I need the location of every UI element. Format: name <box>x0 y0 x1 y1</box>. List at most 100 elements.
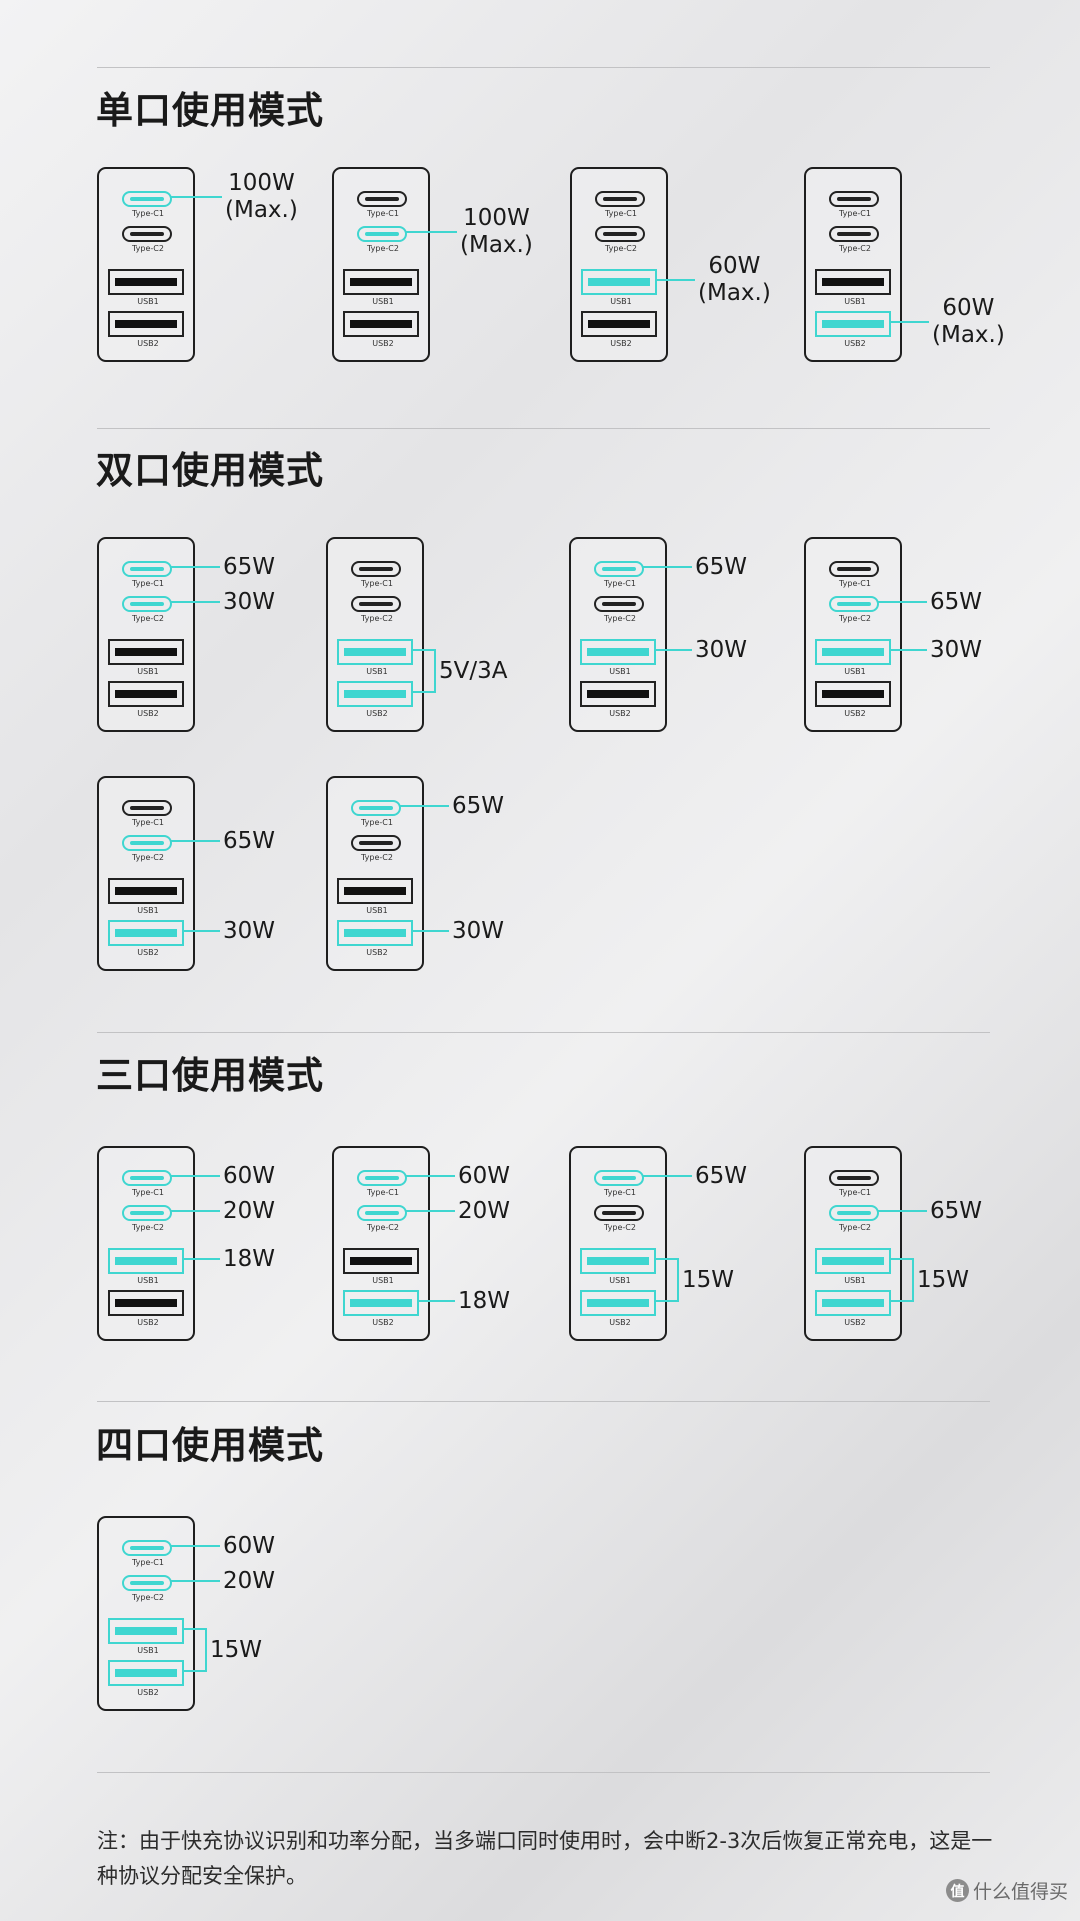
watermark: 值 什么值得买 <box>946 1877 1068 1904</box>
usb-c-port-c1 <box>357 191 407 207</box>
connector-line <box>170 840 220 842</box>
wattage-label: 100W(Max.) <box>225 170 298 223</box>
port-label-a2: USB2 <box>609 1318 631 1327</box>
port-label-a2: USB2 <box>137 948 159 957</box>
usb-c-port-c2-active <box>829 596 879 612</box>
connector-line <box>170 1545 220 1547</box>
connector-line <box>405 1210 455 1212</box>
usb-a-port-a2-active <box>343 1290 419 1316</box>
connector-line <box>170 566 220 568</box>
usb-c-port-c1-active <box>594 561 644 577</box>
port-label-c2: Type-C2 <box>132 614 164 623</box>
port-label-c2: Type-C2 <box>605 244 637 253</box>
port-label-c1: Type-C1 <box>132 579 164 588</box>
port-label-c1: Type-C1 <box>367 209 399 218</box>
port-label-c1: Type-C1 <box>605 209 637 218</box>
connector-line <box>170 1580 220 1582</box>
port-label-a2: USB2 <box>366 948 388 957</box>
port-label-c2: Type-C2 <box>132 1593 164 1602</box>
port-label-c1: Type-C1 <box>839 579 871 588</box>
port-label-c2: Type-C2 <box>367 1223 399 1232</box>
connector-line <box>889 649 927 651</box>
port-label-a2: USB2 <box>610 339 632 348</box>
port-label-c1: Type-C1 <box>132 1188 164 1197</box>
usb-c-port-c2 <box>594 596 644 612</box>
wattage-label: 30W <box>930 636 983 663</box>
port-label-c2: Type-C2 <box>132 853 164 862</box>
usb-a-port-a2 <box>108 1290 184 1316</box>
connector-line <box>417 1300 455 1302</box>
rule-1 <box>97 428 990 429</box>
port-label-a2: USB2 <box>137 709 159 718</box>
wattage-label: 15W <box>210 1636 263 1663</box>
usb-a-port-a1-active <box>581 269 657 295</box>
usb-a-port-a1 <box>108 639 184 665</box>
port-label-a1: USB1 <box>610 297 632 306</box>
usb-a-port-a2 <box>343 311 419 337</box>
wattage-label: 65W <box>223 553 276 580</box>
port-label-a1: USB1 <box>844 1276 866 1285</box>
port-label-a1: USB1 <box>137 1276 159 1285</box>
wattage-label: 65W <box>930 1197 983 1224</box>
wattage-label: 30W <box>695 636 748 663</box>
port-label-c1: Type-C1 <box>361 579 393 588</box>
usb-a-port-a2-active <box>337 681 413 707</box>
port-label-a1: USB1 <box>844 667 866 676</box>
wattage-label: 60W(Max.) <box>932 295 1005 348</box>
port-label-c2: Type-C2 <box>604 1223 636 1232</box>
usb-a-port-a2-active <box>337 920 413 946</box>
connector-line <box>170 601 220 603</box>
connector-line <box>399 805 449 807</box>
port-label-a1: USB1 <box>372 1276 394 1285</box>
section-heading-quad-port: 四口使用模式 <box>96 1424 324 1467</box>
section-heading-triple-port: 三口使用模式 <box>96 1054 324 1097</box>
wattage-label: 60W(Max.) <box>698 253 771 306</box>
usb-c-port-c2-active <box>357 1205 407 1221</box>
port-label-a2: USB2 <box>137 1318 159 1327</box>
usb-a-port-a1 <box>815 269 891 295</box>
usb-c-port-c2 <box>595 226 645 242</box>
usb-a-port-a1-active <box>580 639 656 665</box>
rule-2 <box>97 1032 990 1033</box>
port-label-a2: USB2 <box>366 709 388 718</box>
port-label-c1: Type-C1 <box>132 209 164 218</box>
wattage-label: 65W <box>930 588 983 615</box>
connector-line <box>411 930 449 932</box>
usb-c-port-c1-active <box>122 1170 172 1186</box>
port-label-a1: USB1 <box>137 1646 159 1655</box>
port-label-a1: USB1 <box>609 667 631 676</box>
usb-c-port-c2 <box>122 226 172 242</box>
usb-c-port-c2 <box>351 596 401 612</box>
port-label-a1: USB1 <box>366 667 388 676</box>
port-label-c2: Type-C2 <box>132 244 164 253</box>
rule-bottom <box>97 1772 990 1773</box>
usb-c-port-c2-active <box>357 226 407 242</box>
usb-c-port-c2-active <box>122 596 172 612</box>
rule-3 <box>97 1401 990 1402</box>
usb-c-port-c1-active <box>594 1170 644 1186</box>
port-label-c2: Type-C2 <box>361 614 393 623</box>
connector-line <box>170 1210 220 1212</box>
port-label-c2: Type-C2 <box>367 244 399 253</box>
wattage-label: 18W <box>223 1245 276 1272</box>
port-label-a1: USB1 <box>609 1276 631 1285</box>
connector-line <box>405 1175 455 1177</box>
usb-c-port-c1 <box>829 561 879 577</box>
wattage-label: 15W <box>682 1266 735 1293</box>
usb-c-port-c2 <box>594 1205 644 1221</box>
usb-a-port-a1 <box>343 269 419 295</box>
usb-a-port-a2 <box>108 681 184 707</box>
